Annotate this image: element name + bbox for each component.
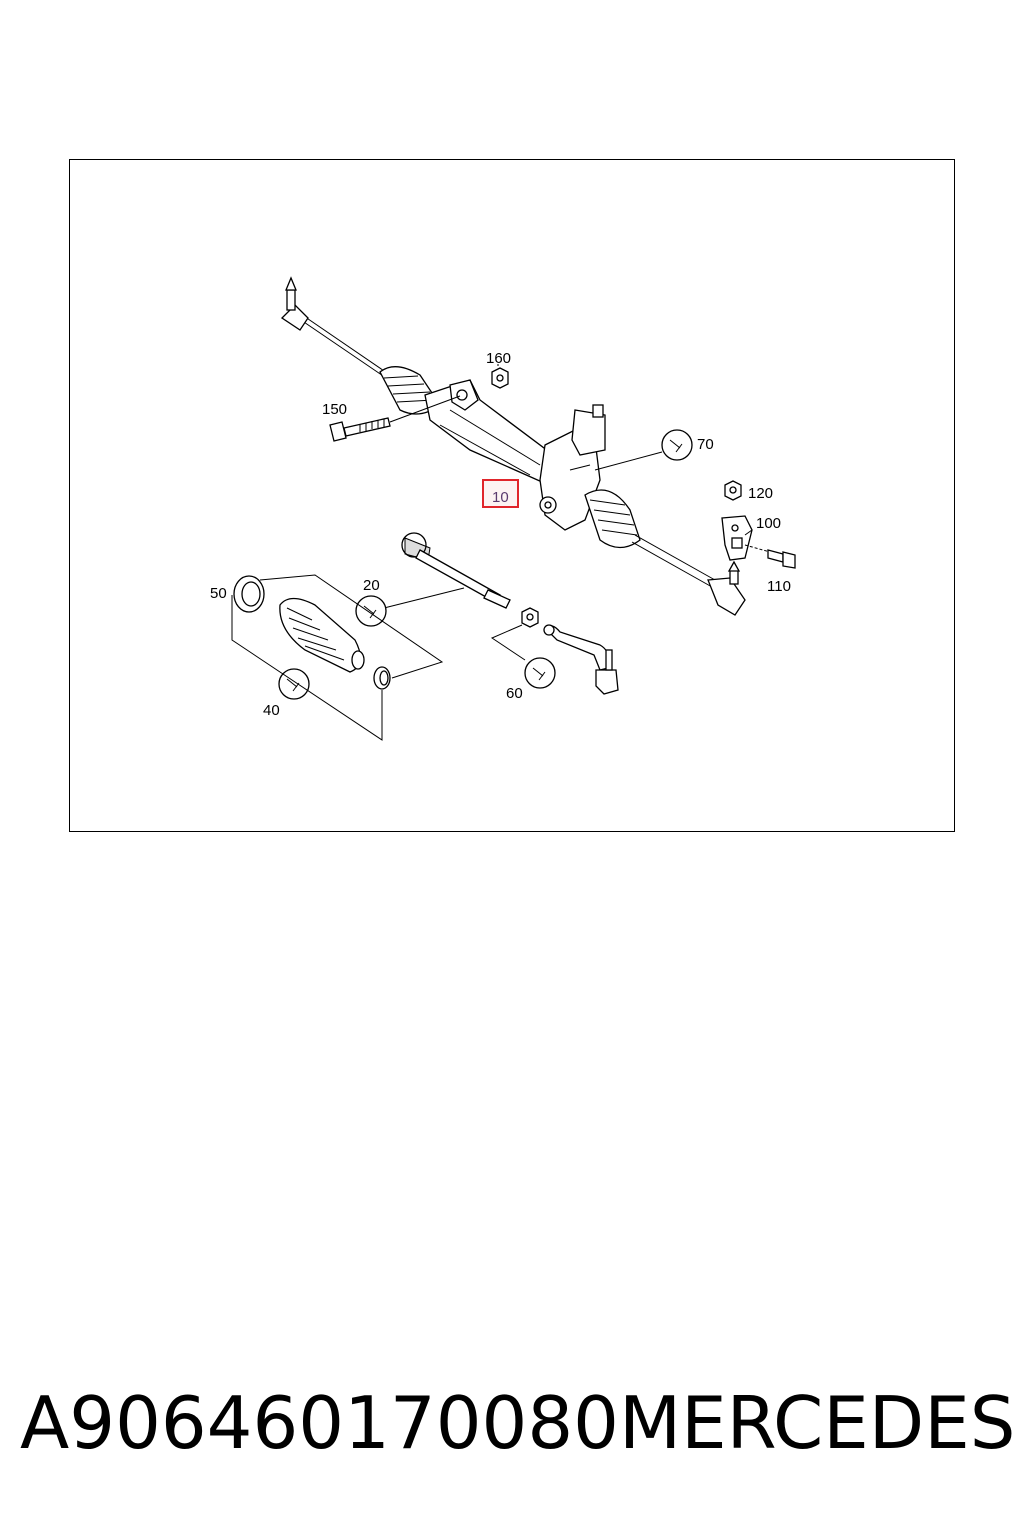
brand-name: MERCEDES xyxy=(618,1381,1016,1465)
tie-rod-end-60 xyxy=(490,607,619,695)
clamp xyxy=(373,666,391,690)
boot-40 xyxy=(278,597,365,700)
inner-tie-rod-20 xyxy=(355,532,511,627)
callout-150: 150 xyxy=(322,401,347,418)
group-bracket-lines xyxy=(231,574,444,741)
highlight-box-10 xyxy=(482,479,519,508)
callout-40: 40 xyxy=(263,702,280,719)
part-number: A906460170080 xyxy=(20,1381,619,1465)
callout-10: 10 xyxy=(492,489,509,506)
leader-70 xyxy=(594,429,693,471)
callout-70: 70 xyxy=(697,436,714,453)
bolt-150 xyxy=(329,417,391,442)
callout-100: 100 xyxy=(756,515,781,532)
callout-50: 50 xyxy=(210,585,227,602)
steering-rack-assembly xyxy=(280,276,746,616)
callout-20: 20 xyxy=(363,577,380,594)
nut-160 xyxy=(491,367,509,389)
ring-50 xyxy=(233,575,265,613)
callout-60: 60 xyxy=(506,685,523,702)
leader-lines xyxy=(389,364,753,536)
nut-120 xyxy=(724,480,742,501)
caption-bar: A906460170080 MERCEDES xyxy=(20,1378,1015,1468)
bolt-110 xyxy=(744,544,796,569)
diagram-frame xyxy=(69,159,955,832)
right-boot xyxy=(584,489,641,549)
bracket-100 xyxy=(721,515,753,561)
callout-120: 120 xyxy=(748,485,773,502)
callout-160: 160 xyxy=(486,350,511,367)
callout-110: 110 xyxy=(767,578,791,595)
